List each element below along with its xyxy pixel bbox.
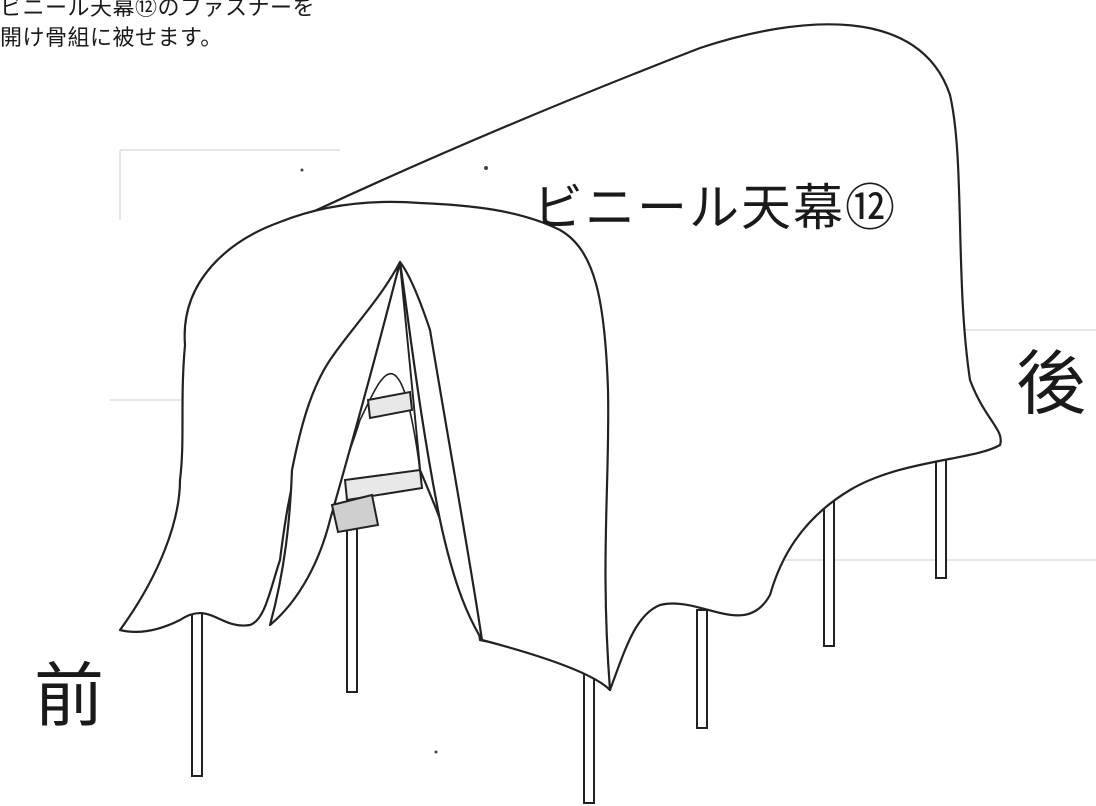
vinyl-cover-label: ビニール天幕⑫ [533,179,897,237]
door-flap-right [398,260,484,642]
frame-bar-middle [343,468,424,502]
instruction-line-1: ビニール天幕⑫のファスナーを [0,0,316,21]
back-label: 後 [1016,343,1086,425]
leg-back [935,457,947,579]
frame-bar-upper [366,390,414,420]
instruction-line-2: 開け骨組に被せます。 [0,26,223,51]
leg-front-left [191,599,203,777]
leg-side-3 [823,495,835,647]
vinyl-cover [118,23,1002,692]
door-flap-left [268,260,402,627]
front-label: 前 [34,655,104,737]
instruction-text: ビニール天幕⑫のファスナーを 開け骨組に被せます。 [0,0,315,54]
leg-side-2 [696,609,708,729]
leg-inner-front [346,519,358,693]
inner-frame [330,390,424,534]
paper-specks [300,166,488,754]
frame-joint [330,493,380,534]
